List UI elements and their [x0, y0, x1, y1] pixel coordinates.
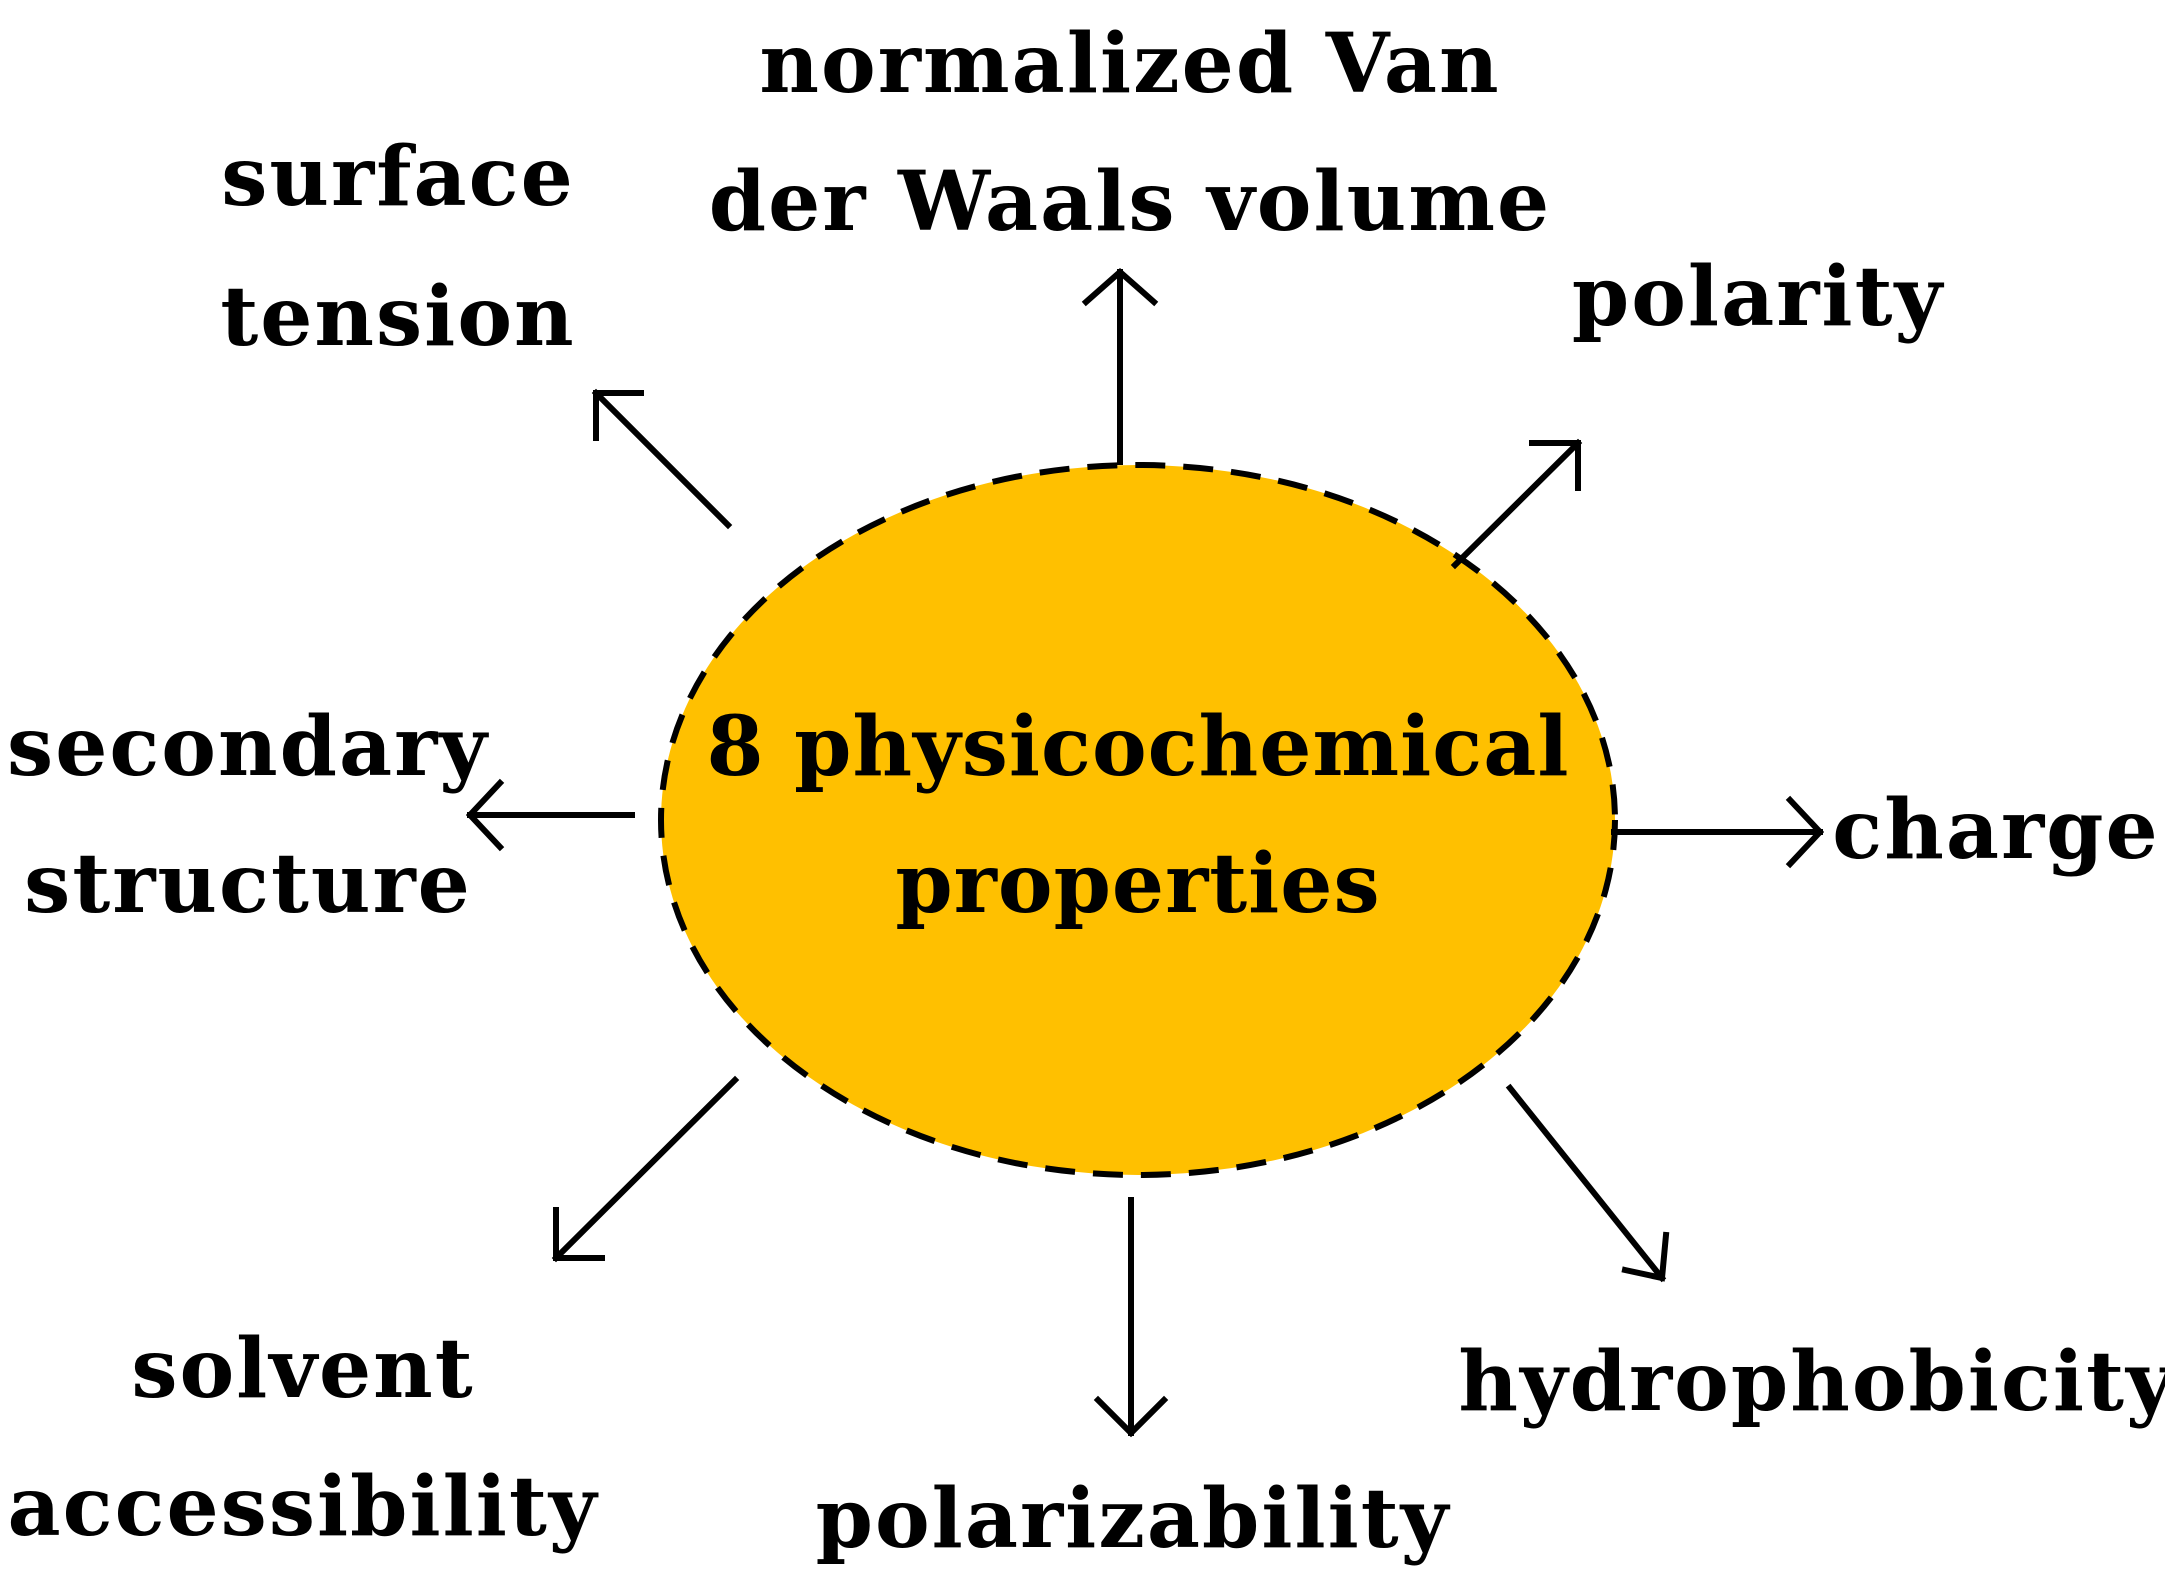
label-line: normalized Van: [759, 16, 1500, 112]
center-title-line-2: properties: [895, 836, 1380, 932]
label-line: accessibility: [8, 1459, 599, 1555]
label-line: secondary: [7, 699, 489, 795]
arrow-to-surface-tension: [591, 388, 733, 530]
arrow-to-polarity: [1450, 438, 1583, 570]
label-line: polarity: [1572, 249, 1945, 345]
arrow-to-hydrophobicity: [1505, 1083, 1670, 1283]
label-line: hydrophobicity: [1458, 1334, 2165, 1430]
label-line: structure: [24, 836, 472, 932]
label-line: surface: [221, 129, 575, 225]
label-solvent-accessibility: solvent accessibility: [8, 1321, 599, 1555]
label-polarity: polarity: [1572, 249, 1945, 345]
center-ellipse: [658, 462, 1618, 1178]
arrow-to-polarizability: [1093, 1197, 1169, 1438]
label-polarizability: polarizability: [816, 1471, 1451, 1567]
arrow-to-secondary-structure: [465, 778, 635, 852]
label-line: polarizability: [816, 1471, 1451, 1567]
arrow-to-charge: [1611, 795, 1825, 869]
label-line: solvent: [131, 1321, 474, 1417]
label-hydrophobicity: hydrophobicity: [1458, 1334, 2165, 1430]
arrow-to-normalized-van-der-waals-volume: [1081, 267, 1159, 465]
arrow-to-solvent-accessibility: [551, 1075, 740, 1263]
label-charge: charge: [1832, 782, 2159, 878]
label-line: tension: [220, 269, 575, 365]
label-line: der Waals volume: [709, 154, 1551, 250]
center-title-line-1: 8 physicochemical: [707, 699, 1570, 795]
label-line: charge: [1832, 782, 2159, 878]
label-normalized-van-der-waals-volume: normalized Van der Waals volume: [709, 16, 1551, 250]
label-secondary-structure: secondary structure: [7, 699, 489, 932]
label-surface-tension: surface tension: [220, 129, 575, 365]
